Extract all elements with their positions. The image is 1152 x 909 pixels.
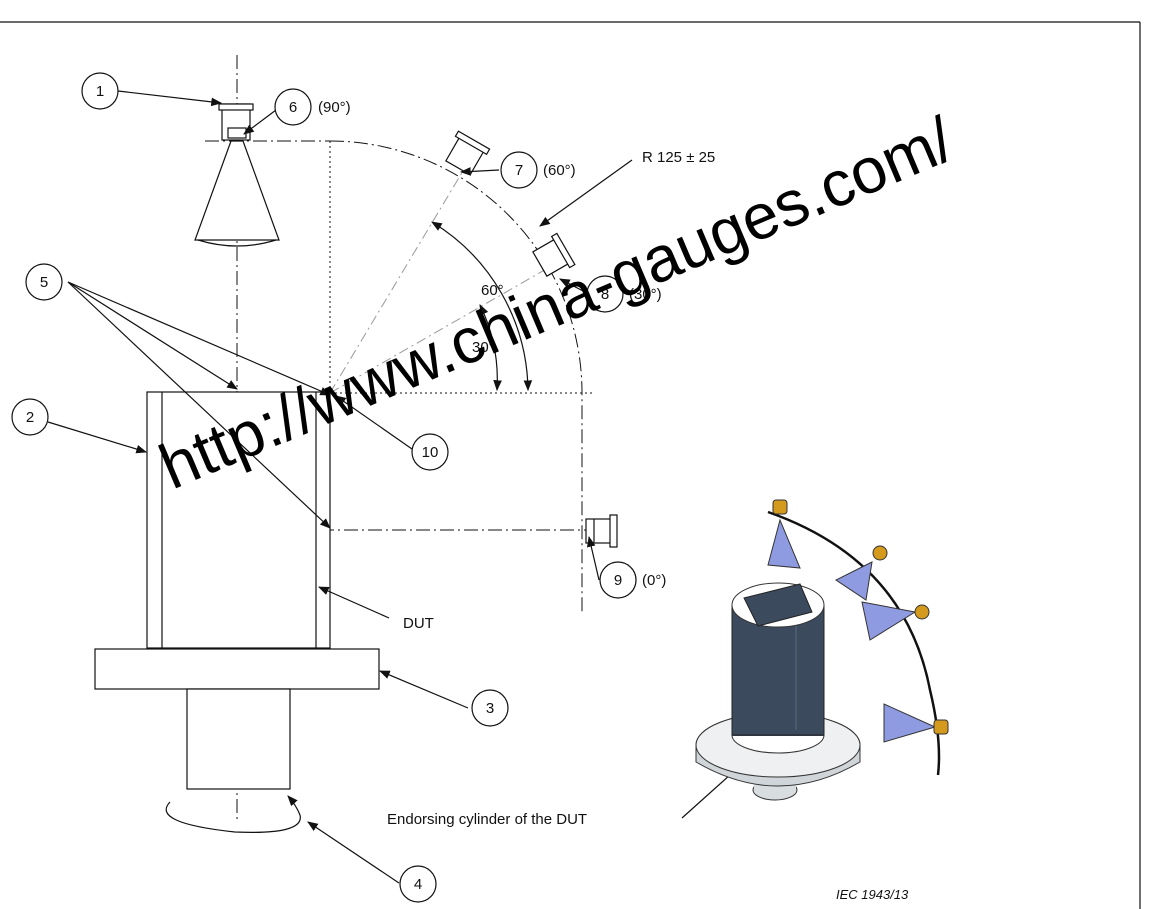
figure-reference: IEC 1943/13 xyxy=(836,887,909,902)
svg-text:8: 8 xyxy=(601,286,609,303)
arc-label-60: 60° xyxy=(481,282,504,299)
base-column xyxy=(186,688,291,790)
angle-60-arc xyxy=(431,221,533,392)
label-90deg: (90°) xyxy=(318,99,351,116)
callout-4: 4 xyxy=(399,865,437,903)
svg-text:9: 9 xyxy=(614,572,622,589)
antenna-90 xyxy=(194,103,280,247)
leader-lines xyxy=(47,90,751,884)
arc-label-30: 30° xyxy=(472,339,495,356)
svg-text:5: 5 xyxy=(40,274,48,291)
angle-30-arc xyxy=(479,304,502,392)
radius-label: R 125 ± 25 xyxy=(642,149,715,166)
label-30deg: (30°) xyxy=(629,286,662,303)
endorsing-cylinder-label: Endorsing cylinder of the DUT xyxy=(387,811,587,828)
inset-3d-illustration xyxy=(695,499,949,801)
inset-antenna-top xyxy=(767,499,801,569)
label-0deg: (0°) xyxy=(642,572,666,589)
callout-8: 8 xyxy=(586,275,624,313)
antenna-60 xyxy=(445,130,491,176)
callout-6: 6 xyxy=(274,88,312,126)
svg-text:6: 6 xyxy=(289,99,297,116)
dut-label: DUT xyxy=(403,615,434,632)
callout-9: 9 xyxy=(599,561,637,599)
callout-3: 3 xyxy=(471,689,509,727)
dut-body xyxy=(146,391,331,649)
radius-arc xyxy=(329,140,583,615)
inset-antenna-bottom xyxy=(883,703,949,743)
inset-antenna-2 xyxy=(835,545,888,601)
svg-text:3: 3 xyxy=(486,700,494,717)
callout-5: 5 xyxy=(25,263,63,301)
angle-60-line xyxy=(329,165,467,394)
figure-frame xyxy=(0,21,1141,909)
callout-10: 10 xyxy=(411,433,449,471)
label-60deg: (60°) xyxy=(543,162,576,179)
callout-1: 1 xyxy=(81,72,119,110)
antenna-30 xyxy=(532,232,576,277)
inset-rail xyxy=(767,510,941,776)
svg-text:10: 10 xyxy=(422,444,439,461)
svg-text:4: 4 xyxy=(414,876,422,893)
rotation-arrow xyxy=(165,795,301,833)
inset-antenna-3 xyxy=(861,601,930,641)
callout-2: 2 xyxy=(11,398,49,436)
callout-7: 7 xyxy=(500,151,538,189)
svg-text:7: 7 xyxy=(515,162,523,179)
svg-text:2: 2 xyxy=(26,409,34,426)
turntable xyxy=(94,648,380,690)
svg-text:1: 1 xyxy=(96,83,104,100)
